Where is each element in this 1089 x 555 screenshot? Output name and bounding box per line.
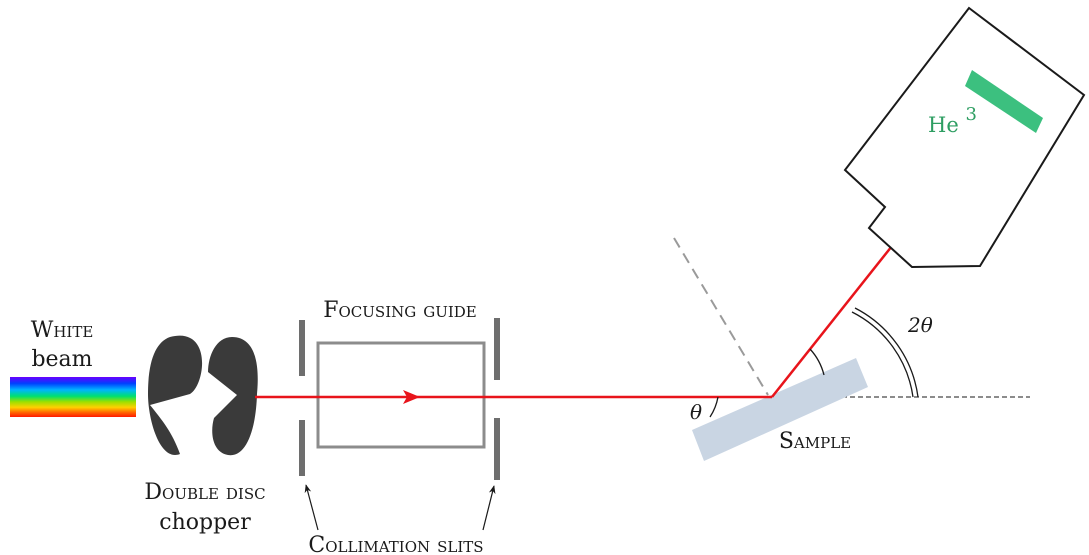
detector-label-base: He xyxy=(928,113,959,137)
collimation-slits xyxy=(299,318,500,480)
chopper-label-line1: Double disc xyxy=(144,480,265,505)
detector-label: He 3 xyxy=(928,104,977,137)
sample-plate xyxy=(692,358,868,461)
chopper-disc-icon xyxy=(148,335,258,456)
detector-housing xyxy=(843,6,1086,269)
detector-label-sup: 3 xyxy=(965,104,976,125)
theta-arc-right xyxy=(809,348,825,376)
detector-he3 xyxy=(965,70,1043,133)
two-theta-arc-outer xyxy=(854,307,919,398)
chopper-label-line2: chopper xyxy=(159,510,251,535)
white-beam-spectrum-icon xyxy=(10,377,136,417)
slit-pointer-right xyxy=(482,485,496,531)
white-beam-label-line1: White xyxy=(31,318,94,343)
sample-normal-dashed-line xyxy=(673,237,769,396)
theta-arc-left xyxy=(709,396,719,418)
beam-arrow-icon xyxy=(403,390,420,404)
focusing-guide-label: Focusing guide xyxy=(323,298,477,323)
sample-label: Sample xyxy=(779,429,851,454)
collimation-slits-label: Collimation slits xyxy=(308,533,483,555)
theta-label: θ xyxy=(690,400,702,424)
focusing-guide-box xyxy=(316,341,486,449)
slit-pointer-left xyxy=(304,484,319,531)
two-theta-label: 2θ xyxy=(907,313,933,337)
white-beam-label-line2: beam xyxy=(31,347,92,372)
two-theta-arc-inner xyxy=(851,311,914,398)
